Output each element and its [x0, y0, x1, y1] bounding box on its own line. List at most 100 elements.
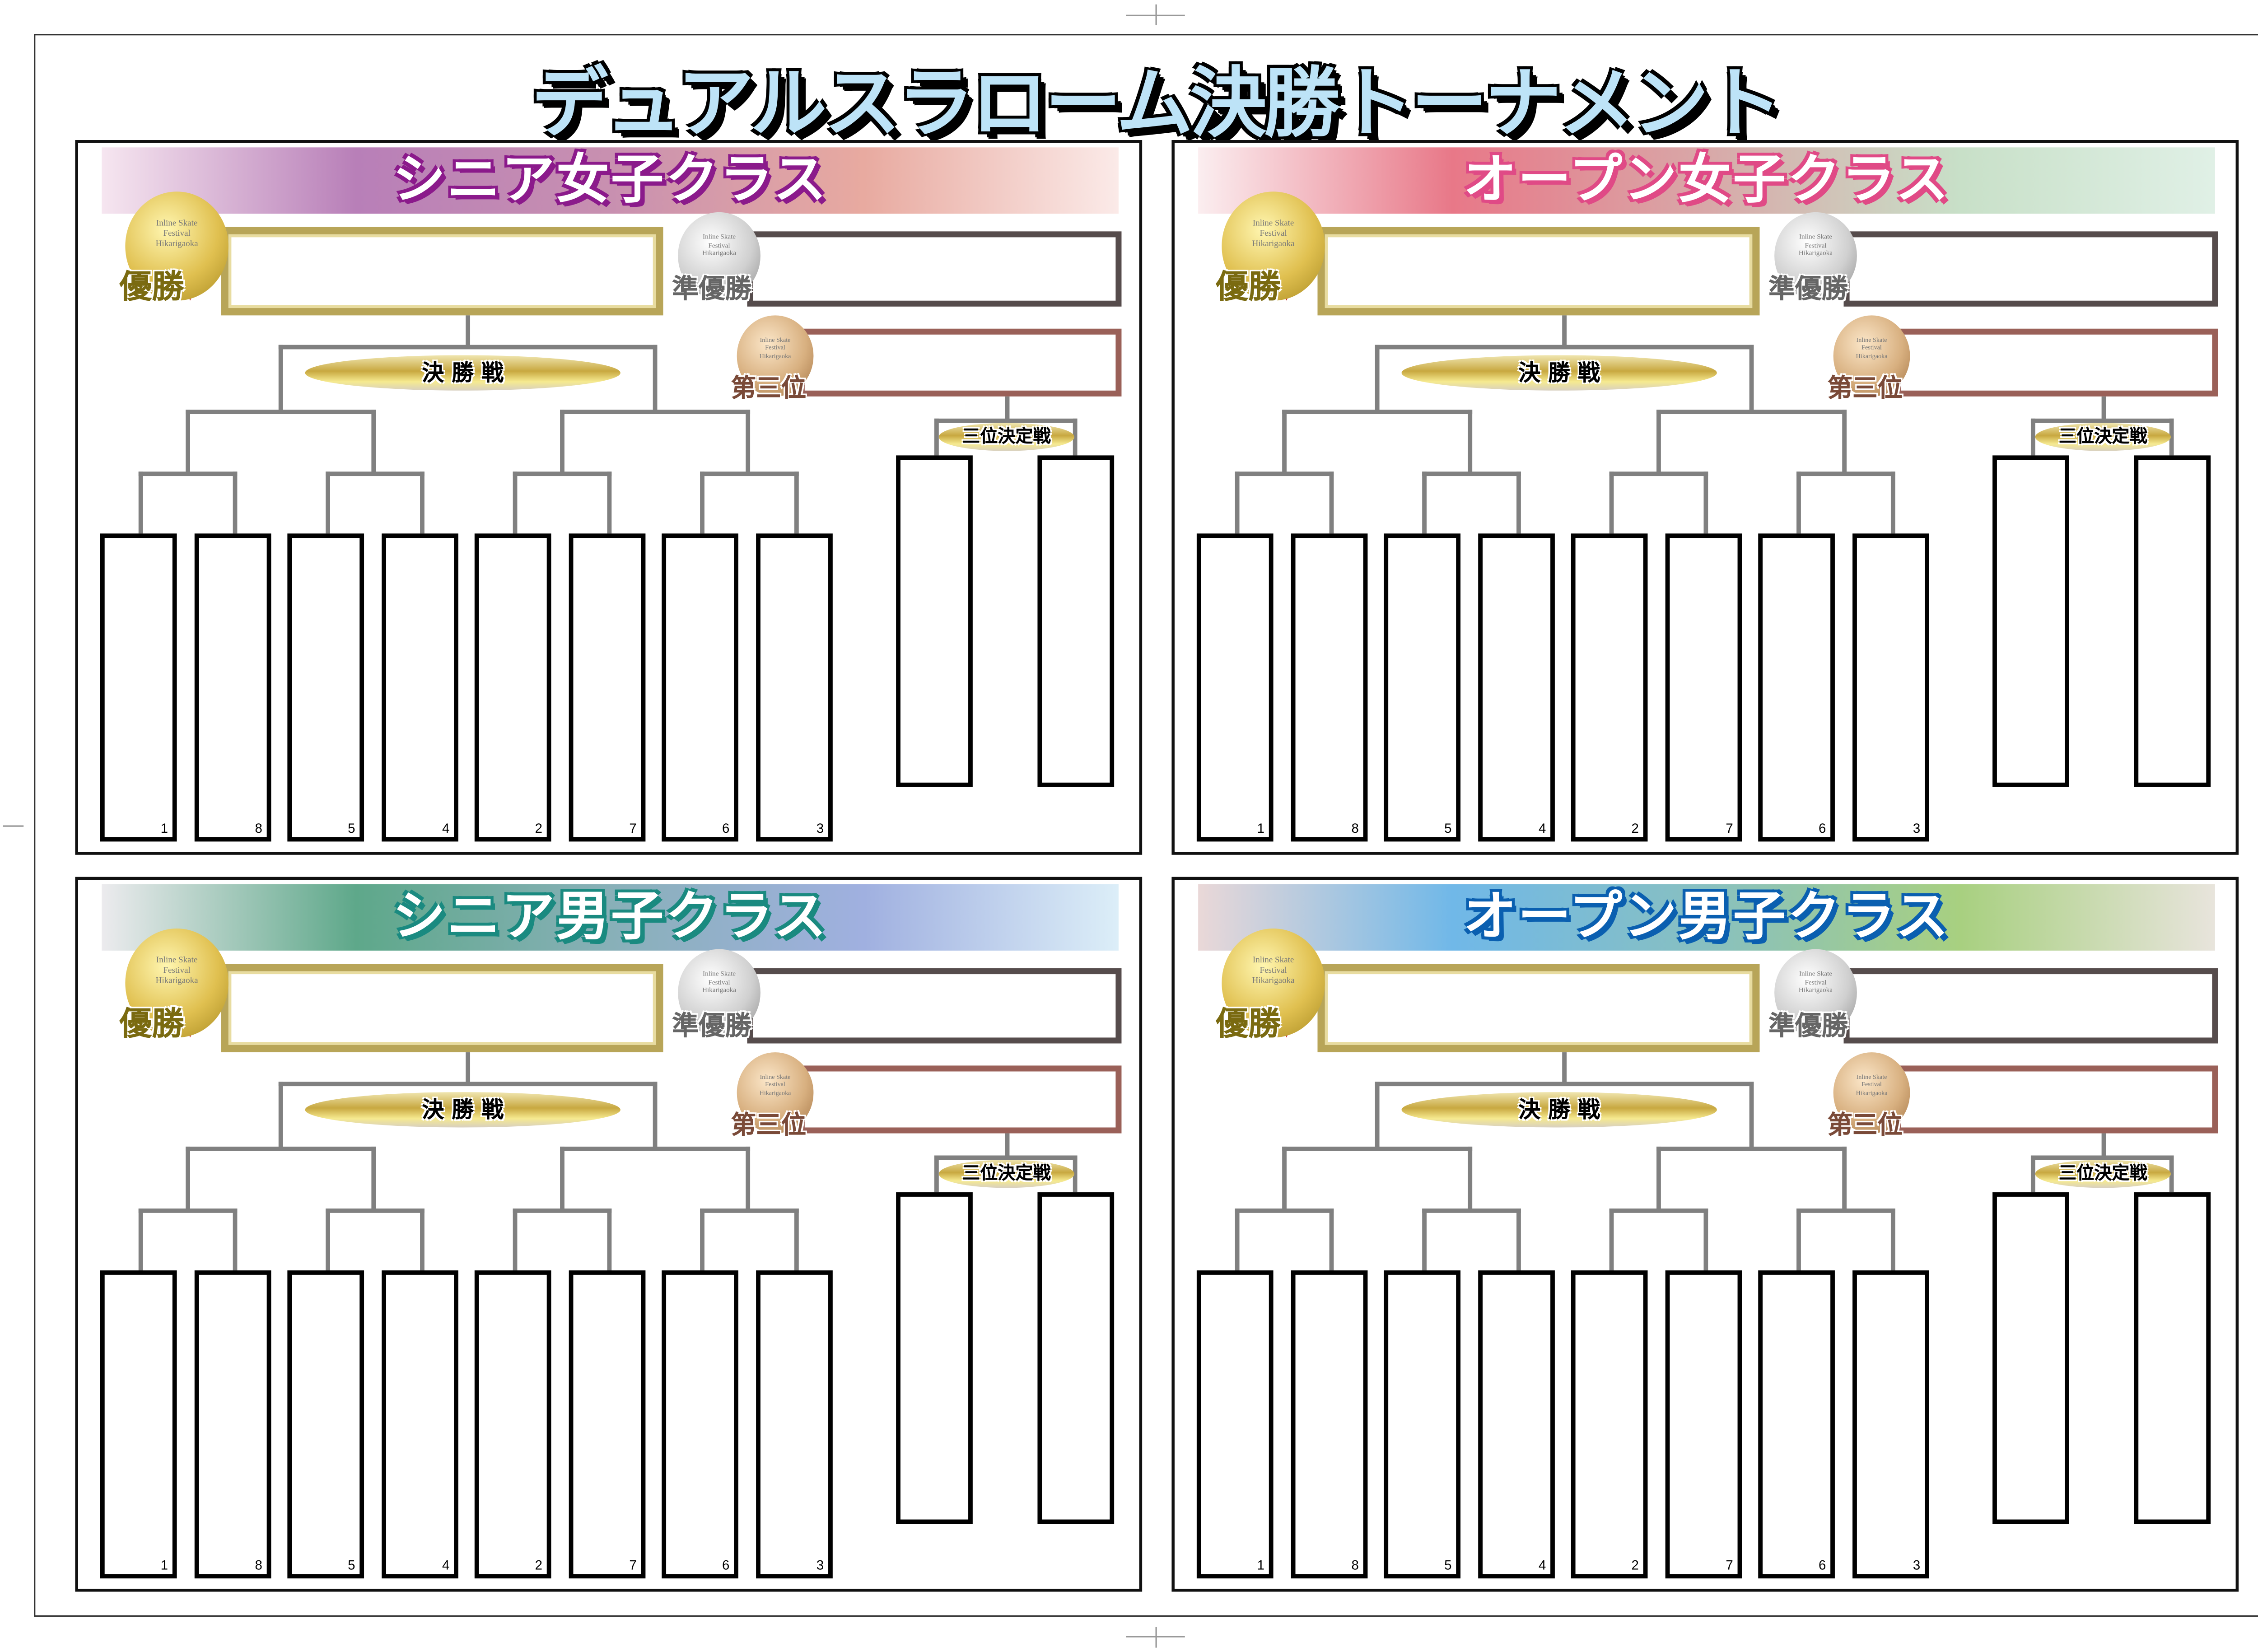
third-place-name-box[interactable]	[798, 328, 1122, 397]
entry-slot[interactable]: 6	[1758, 1270, 1835, 1579]
bracket-line	[1073, 1155, 1078, 1195]
third-place-slot[interactable]	[1992, 1192, 2069, 1524]
bracket-line	[138, 1208, 143, 1274]
winner-name-box[interactable]	[221, 964, 663, 1053]
entry-slot[interactable]: 1	[1196, 533, 1274, 842]
medal-text: Hikarigaoka	[155, 240, 198, 249]
third-place-slot[interactable]	[896, 455, 973, 787]
bracket-line	[700, 471, 704, 537]
winner-name-box[interactable]	[1317, 227, 1760, 316]
medal-text: Hikarigaoka	[702, 251, 737, 259]
entry-slot[interactable]: 5	[1384, 1270, 1461, 1579]
entry-slot[interactable]: 3	[756, 533, 833, 842]
medal-text: Festival	[708, 243, 730, 251]
bracket-line	[1282, 410, 1287, 475]
entry-slot[interactable]: 2	[474, 533, 551, 842]
medal-text: Hikarigaoka	[702, 988, 737, 996]
entry-slot[interactable]: 7	[1665, 1270, 1742, 1579]
bracket-line	[1329, 1208, 1334, 1274]
entry-slot[interactable]: 1	[100, 1270, 177, 1579]
bracket-line	[1609, 471, 1614, 537]
entry-slot[interactable]: 4	[382, 1270, 458, 1579]
entry-slot[interactable]: 5	[1384, 533, 1461, 842]
crop-mark	[1155, 1627, 1157, 1648]
entry-slot[interactable]: 7	[569, 533, 646, 842]
third-place-slot[interactable]	[2134, 1192, 2211, 1524]
bracket-line	[2101, 1133, 2106, 1160]
bracket-line	[1703, 471, 1708, 537]
entry-slot[interactable]: 4	[382, 533, 458, 842]
entry-slot[interactable]: 7	[569, 1270, 646, 1579]
entry-slot[interactable]: 8	[1291, 533, 1368, 842]
seed-number: 8	[1351, 821, 1359, 836]
bracket-line	[1609, 471, 1708, 476]
entry-slot[interactable]: 6	[662, 1270, 738, 1579]
medal-text: Festival	[1861, 1081, 1882, 1088]
bracket-line	[794, 471, 799, 537]
bracket-line	[513, 1208, 518, 1274]
winner-name-box[interactable]	[221, 227, 663, 316]
bracket-line	[1656, 410, 1847, 415]
seed-number: 2	[535, 821, 542, 836]
runner-up-name-box[interactable]	[747, 968, 1122, 1044]
bracket-line	[1282, 1146, 1287, 1212]
medal-text: Inline Skate	[156, 957, 198, 966]
seed-number: 8	[1351, 1558, 1359, 1573]
entry-slot[interactable]: 2	[474, 1270, 551, 1579]
bracket-line	[278, 345, 658, 350]
entry-slot[interactable]: 1	[1196, 1270, 1274, 1579]
third-place-slot[interactable]	[1037, 1192, 1115, 1524]
entry-slot[interactable]: 6	[662, 533, 738, 842]
third-place-slot[interactable]	[1992, 455, 2069, 787]
bracket-line	[1005, 396, 1010, 423]
seed-number: 1	[160, 1558, 168, 1573]
medal-text: Festival	[1260, 230, 1287, 239]
third-place-slot[interactable]	[2134, 455, 2211, 787]
runner-up-name-box[interactable]	[1843, 968, 2218, 1044]
entry-slot[interactable]: 4	[1478, 1270, 1555, 1579]
third-place-name-box[interactable]	[1895, 1065, 2218, 1134]
medal-text: Festival	[163, 230, 191, 239]
entry-slot[interactable]: 8	[194, 1270, 271, 1579]
silver-label: 準優勝	[1768, 274, 1848, 305]
medal-text: Festival	[765, 1081, 785, 1088]
entry-slot[interactable]: 2	[1571, 1270, 1648, 1579]
bracket-line	[1562, 315, 1567, 348]
bracket-line	[1468, 410, 1473, 475]
bracket-line	[1375, 1082, 1754, 1087]
seed-number: 7	[629, 1558, 637, 1573]
entry-slot[interactable]: 5	[287, 1270, 364, 1579]
bracket-line	[934, 1155, 1078, 1160]
bracket-line	[1422, 1208, 1521, 1213]
entry-slot[interactable]: 3	[756, 1270, 833, 1579]
entry-slot[interactable]: 8	[194, 533, 271, 842]
third-place-slot[interactable]	[896, 1192, 973, 1524]
entry-slot[interactable]: 7	[1665, 533, 1742, 842]
entry-slot[interactable]: 2	[1571, 533, 1648, 842]
runner-up-name-box[interactable]	[1843, 231, 2218, 307]
bracket-line	[138, 1208, 238, 1213]
bracket-line	[1282, 1146, 1473, 1151]
winner-name-box[interactable]	[1317, 964, 1760, 1053]
third-place-name-box[interactable]	[798, 1065, 1122, 1134]
entry-slot[interactable]: 3	[1852, 533, 1929, 842]
entry-slot[interactable]: 3	[1852, 1270, 1929, 1579]
entry-slot[interactable]: 1	[100, 533, 177, 842]
seed-number: 7	[629, 821, 637, 836]
bracket-line	[794, 1208, 799, 1274]
third-place-name-box[interactable]	[1895, 328, 2218, 397]
entry-slot[interactable]: 5	[287, 533, 364, 842]
bracket-line	[1235, 471, 1334, 476]
runner-up-name-box[interactable]	[747, 231, 1122, 307]
entry-slot[interactable]: 8	[1291, 1270, 1368, 1579]
bracket-line	[700, 1208, 704, 1274]
entry-slot[interactable]: 6	[1758, 533, 1835, 842]
entry-slot[interactable]: 4	[1478, 533, 1555, 842]
third-place-slot[interactable]	[1037, 455, 1115, 787]
medal-text: Festival	[1805, 980, 1827, 988]
bronze-label: 第三位	[1827, 374, 1903, 404]
